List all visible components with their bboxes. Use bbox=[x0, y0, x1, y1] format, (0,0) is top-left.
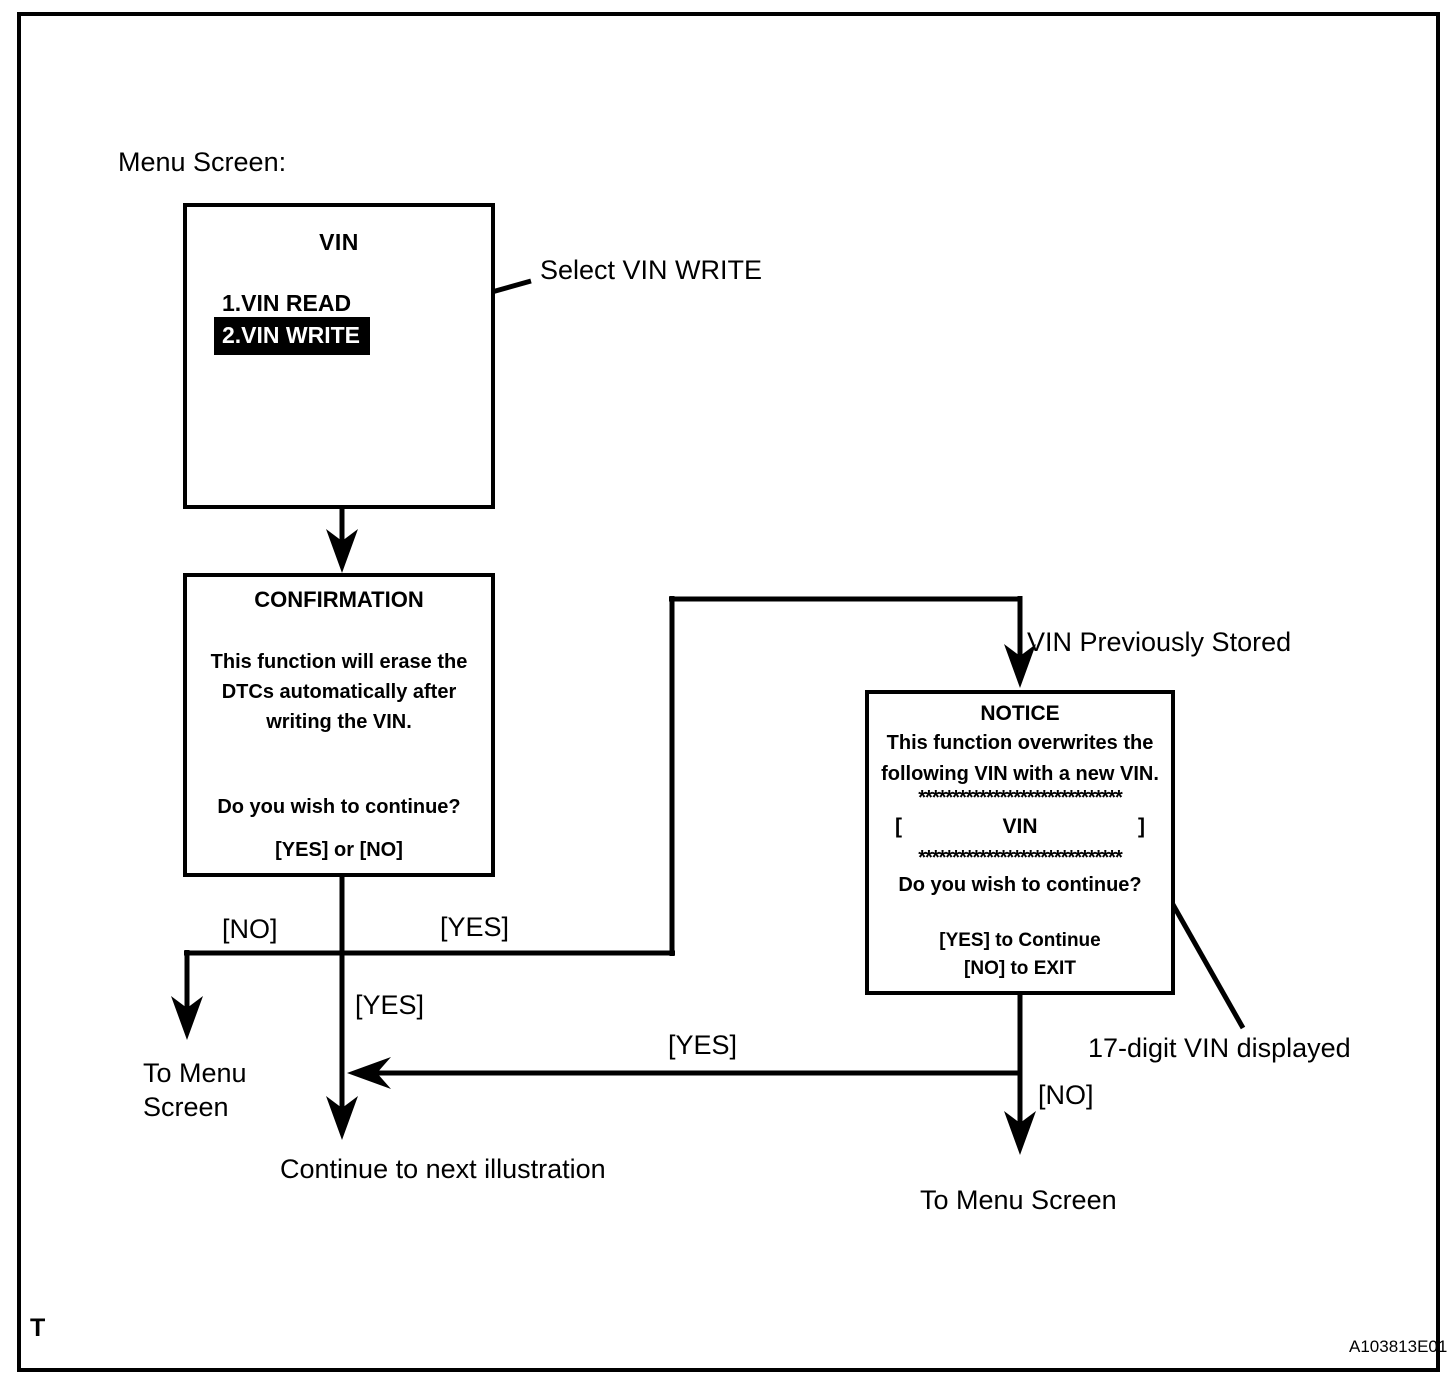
figure-border bbox=[17, 12, 1440, 1372]
notice-question: Do you wish to continue? bbox=[898, 874, 1142, 896]
menu-item-vin-write-selected: 2.VIN WRITE bbox=[214, 317, 371, 355]
to-menu-screen-left-line1: To Menu bbox=[143, 1058, 247, 1088]
branch-label-no-left: [NO] bbox=[222, 914, 278, 944]
confirmation-body-line2: DTCs automatically after bbox=[221, 681, 457, 703]
branch-label-yes-return: [YES] bbox=[668, 1030, 738, 1060]
arrowhead-to-menu-right bbox=[1004, 1111, 1036, 1155]
confirmation-body: This function will erase the DTCs automa… bbox=[187, 647, 491, 737]
confirmation-body-line3: writing the VIN. bbox=[266, 711, 412, 733]
notice-body: This function overwrites the following V… bbox=[869, 728, 1171, 790]
vin-digits-callout: 17-digit VIN displayed bbox=[1088, 1033, 1351, 1063]
confirmation-options: [YES] or [NO] bbox=[275, 839, 403, 861]
notice-screen-box: NOTICE This function overwrites the foll… bbox=[865, 690, 1175, 995]
notice-body-line2: following VIN with a new VIN. bbox=[881, 763, 1159, 785]
arrowhead-yes-return bbox=[347, 1057, 391, 1089]
footer-mark: T bbox=[30, 1314, 46, 1342]
vin-bracket-open: [ bbox=[895, 815, 902, 838]
menu-item-vin-read: 1.VIN READ bbox=[222, 290, 352, 316]
arrowhead-into-notice bbox=[1004, 644, 1036, 688]
branch-label-no-notice: [NO] bbox=[1038, 1080, 1094, 1110]
vin-screen-title: VIN bbox=[319, 229, 359, 255]
menu-screen-caption: Menu Screen: bbox=[118, 147, 287, 177]
arrowhead-to-menu-left bbox=[171, 996, 203, 1040]
notice-stars-bottom: ****************************** bbox=[918, 847, 1123, 869]
confirmation-title: CONFIRMATION bbox=[254, 587, 424, 612]
to-menu-screen-left-label: To Menu Screen bbox=[143, 1056, 247, 1124]
notice-action-yes: [YES] to Continue bbox=[939, 930, 1101, 951]
notice-body-line1: This function overwrites the bbox=[886, 732, 1154, 754]
arrowhead-continue-next bbox=[326, 1096, 358, 1140]
to-menu-screen-left-line2: Screen bbox=[143, 1092, 229, 1122]
select-vin-write-callout: Select VIN WRITE bbox=[540, 255, 763, 285]
vin-previously-stored-label: VIN Previously Stored bbox=[1027, 627, 1292, 657]
vin-field-label: VIN bbox=[1002, 815, 1038, 838]
confirmation-body-line1: This function will erase the bbox=[210, 651, 468, 673]
to-menu-screen-right-label: To Menu Screen bbox=[920, 1185, 1117, 1215]
confirmation-screen-box: CONFIRMATION This function will erase th… bbox=[183, 573, 495, 877]
branch-label-yes-top: [YES] bbox=[440, 912, 510, 942]
vin-menu-screen-box: VIN 1.VIN READ 2.VIN WRITE bbox=[183, 203, 495, 509]
figure-code: A103813E01 bbox=[1349, 1337, 1448, 1356]
notice-action-no: [NO] to EXIT bbox=[964, 958, 1076, 979]
branch-label-yes-mid: [YES] bbox=[355, 990, 425, 1020]
confirmation-question: Do you wish to continue? bbox=[217, 796, 461, 818]
vin-bracket-close: ] bbox=[1137, 815, 1145, 838]
arrowhead-into-confirmation bbox=[326, 529, 358, 573]
notice-title: NOTICE bbox=[980, 702, 1060, 725]
continue-next-label: Continue to next illustration bbox=[280, 1154, 606, 1184]
notice-vin-field: [ VIN ] bbox=[869, 815, 1171, 839]
notice-stars-top: ****************************** bbox=[918, 787, 1123, 809]
